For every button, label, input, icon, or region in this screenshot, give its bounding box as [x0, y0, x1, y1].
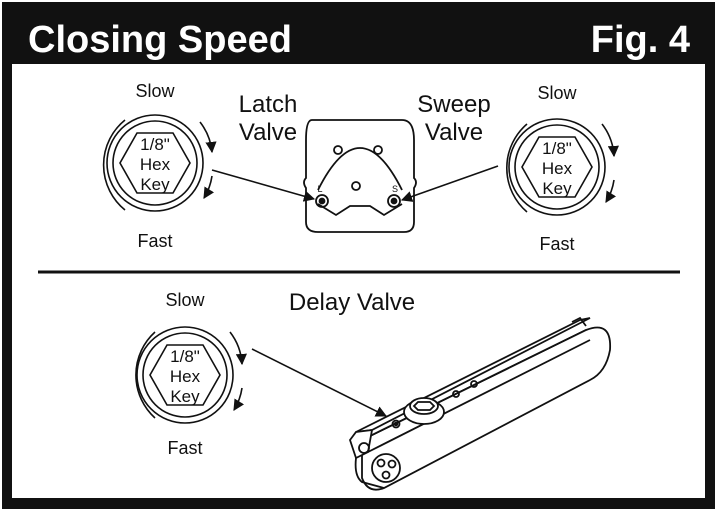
delay-hex-key-icon — [149, 344, 221, 406]
latch-pointer-line — [211, 169, 316, 202]
closer-end-screw-2-icon — [387, 459, 397, 469]
end-cap-screw-hole-3-icon — [351, 181, 361, 191]
latch-key-size: 1/8" — [140, 135, 170, 154]
closer-end-cap — [303, 119, 417, 233]
closer-end-screw-1-icon — [376, 458, 386, 468]
sweep-valve-label-2: Valve — [425, 119, 483, 146]
sweep-slow-label: Slow — [537, 83, 577, 103]
closer-bracket-hole-icon — [358, 442, 370, 454]
sweep-dial-ring-icon — [508, 118, 606, 216]
latch-key-word: Key — [140, 175, 170, 194]
sweep-fast-arrow-icon — [605, 179, 617, 203]
closer-rail-hole-1-icon — [452, 390, 460, 398]
latch-dial-ring-icon — [106, 114, 204, 212]
sweep-key-word: Key — [542, 179, 572, 198]
end-cap-screw-hole-1-icon — [333, 145, 343, 155]
sweep-dial-inner-ring-icon — [514, 124, 600, 210]
end-cap-notch-icon — [317, 203, 403, 217]
sweep-dial: Slow 1/8" Hex Key Fast — [505, 83, 619, 254]
closer-rail-hole-2-icon — [470, 380, 478, 388]
latch-fast-label: Fast — [137, 231, 172, 251]
delay-valve-port-icon — [391, 419, 401, 429]
delay-key-size: 1/8" — [170, 347, 200, 366]
end-cap-arch-icon — [317, 147, 403, 191]
latch-hex-key-icon — [119, 132, 191, 194]
delay-outer-arc-icon — [135, 331, 156, 419]
latch-fast-arrow-icon — [203, 175, 215, 199]
sweep-pointer-line — [400, 165, 499, 202]
end-cap-body-icon — [303, 119, 417, 233]
closer-end-screw-3-icon — [381, 470, 391, 480]
sweep-slow-arrow-icon — [601, 123, 619, 158]
latch-slow-label: Slow — [135, 81, 175, 101]
end-cap-screw-hole-2-icon — [373, 145, 383, 155]
sweep-key-hex: Hex — [542, 159, 573, 178]
delay-dial: Slow 1/8" Hex Key Fast — [135, 290, 247, 458]
latch-slow-arrow-icon — [199, 121, 217, 154]
delay-dial-ring-icon — [136, 326, 234, 424]
delay-slow-arrow-icon — [229, 331, 247, 366]
page-title: Closing Speed — [28, 19, 292, 61]
delay-key-hex: Hex — [170, 367, 201, 386]
latch-valve-label-2: Valve — [239, 119, 297, 146]
sweep-hex-key-icon — [521, 136, 593, 198]
sweep-port-icon — [387, 194, 401, 208]
delay-dial-inner-ring-icon — [142, 332, 228, 418]
latch-dial: Slow 1/8" Hex Key Fast — [102, 81, 217, 251]
delay-slow-label: Slow — [165, 290, 205, 310]
header-bar — [12, 12, 705, 64]
latch-port-letter: L — [317, 184, 322, 194]
figure-number: Fig. 4 — [591, 19, 690, 61]
sweep-valve-label-1: Sweep — [417, 91, 490, 118]
closer-cylinder-icon — [361, 326, 611, 491]
sweep-port-letter: S — [392, 184, 398, 194]
delay-pointer-line — [251, 348, 388, 417]
closer-pinion-hex-icon — [412, 401, 436, 411]
latch-key-hex: Hex — [140, 155, 171, 174]
delay-fast-label: Fast — [167, 438, 202, 458]
sweep-key-size: 1/8" — [542, 139, 572, 158]
latch-port-icon — [315, 194, 329, 208]
delay-key-word: Key — [170, 387, 200, 406]
latch-outer-arc-icon — [102, 119, 126, 211]
delay-valve-label: Delay Valve — [289, 289, 415, 316]
sweep-fast-label: Fast — [539, 234, 574, 254]
content-panel — [12, 64, 705, 498]
door-closer-body — [348, 316, 611, 491]
latch-valve-label-1: Latch — [239, 91, 298, 118]
sweep-outer-arc-icon — [505, 123, 528, 213]
delay-fast-arrow-icon — [233, 387, 245, 411]
latch-dial-inner-ring-icon — [112, 120, 198, 206]
